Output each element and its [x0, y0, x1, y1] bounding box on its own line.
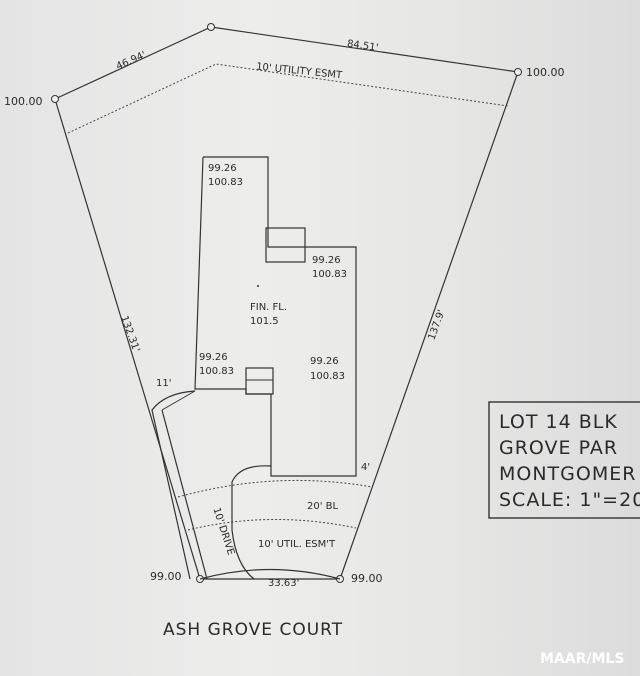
floor-marker	[257, 285, 259, 287]
building-line-arc	[177, 479, 373, 498]
corner-label-nw: 100.00	[4, 95, 43, 108]
front-arc	[199, 568, 341, 580]
driveway-right	[231, 465, 272, 580]
driveway-side	[161, 409, 208, 580]
elev-nw-1: 99.26	[208, 163, 237, 174]
corner-label-se: 99.00	[351, 572, 383, 585]
elev-sw-1: 99.26	[199, 352, 228, 363]
floor-label: FIN. FL.	[250, 302, 287, 313]
house-bump	[265, 227, 306, 263]
corner-marker-ne	[514, 68, 522, 76]
floor-value: 101.5	[250, 316, 279, 327]
lot-boundary	[54, 26, 519, 580]
elev-ne-2: 100.83	[312, 269, 347, 280]
legend-box	[488, 401, 640, 519]
rear-easement-label: 10' UTILITY ESMT	[256, 61, 344, 81]
corner-label-ne: 100.00	[526, 66, 565, 79]
util-easement-arc	[187, 519, 357, 531]
elev-sw-2: 100.83	[199, 366, 234, 377]
house-steps	[245, 367, 274, 395]
front-easement-label: 10' UTIL. ESM'T	[258, 539, 336, 550]
watermark: MAAR/MLS	[540, 651, 624, 667]
driveway-top	[161, 390, 196, 411]
dim-side-setback-east: 4'	[361, 462, 370, 473]
house-outline	[194, 156, 357, 477]
building-line-label: 20' BL	[307, 501, 339, 512]
corner-label-sw: 99.00	[150, 570, 182, 583]
legend-line-1: LOT 14 BLK	[499, 411, 618, 433]
elev-se-1: 99.26	[310, 356, 339, 367]
dim-north-left: 46.94'	[115, 50, 148, 73]
dim-north-right: 84.51'	[346, 39, 379, 54]
legend-line-3: MONTGOMER	[499, 463, 636, 485]
dim-south: 33.63'	[268, 578, 299, 589]
legend-line-2: GROVE PAR	[499, 437, 618, 459]
street-name: ASH GROVE COURT	[163, 620, 343, 640]
driveway-left	[151, 390, 196, 580]
dim-west: 132.31'	[118, 314, 141, 353]
elev-ne-1: 99.26	[312, 255, 341, 266]
corner-marker-nw	[51, 95, 59, 103]
elev-nw-2: 100.83	[208, 177, 243, 188]
corner-marker-n	[207, 23, 215, 31]
dim-side-setback: 11'	[156, 378, 171, 389]
legend-line-4: SCALE: 1"=20	[499, 489, 640, 511]
elev-se-2: 100.83	[310, 371, 345, 382]
